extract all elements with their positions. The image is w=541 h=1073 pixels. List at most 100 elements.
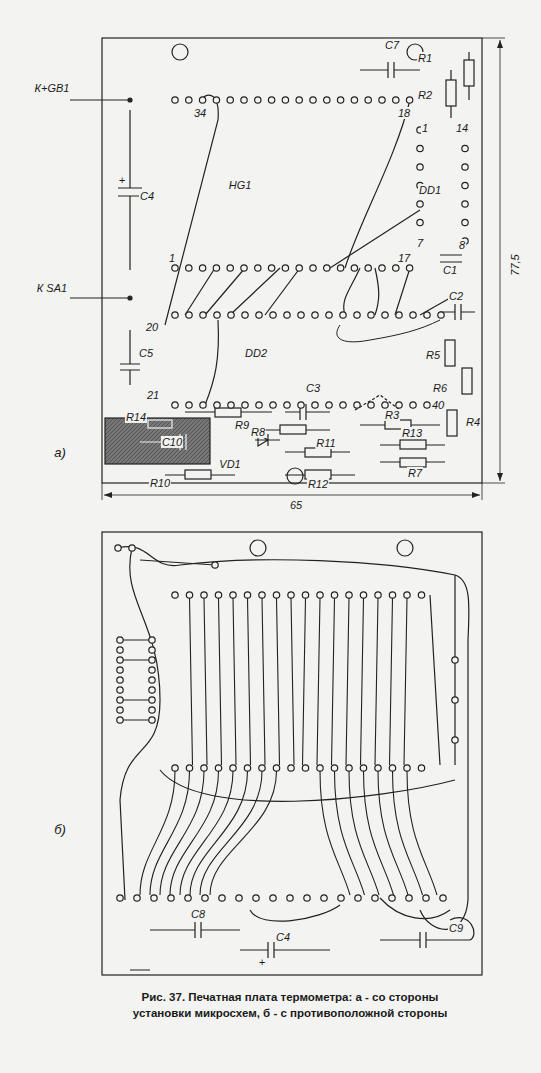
part-label: + <box>258 956 266 968</box>
pad <box>354 312 360 318</box>
part-label: C3 <box>305 382 321 394</box>
pad <box>382 312 388 318</box>
pad <box>462 201 468 207</box>
pad <box>417 164 423 170</box>
pad <box>134 895 140 901</box>
pad <box>417 201 423 207</box>
pad <box>241 97 247 103</box>
pad <box>296 97 302 103</box>
pad <box>317 765 323 771</box>
pad <box>324 97 330 103</box>
pad <box>326 402 332 408</box>
pad <box>340 312 346 318</box>
pad <box>214 402 220 408</box>
pad <box>149 657 155 663</box>
pad <box>372 895 378 901</box>
pad <box>462 164 468 170</box>
pad <box>396 312 402 318</box>
pad <box>452 737 458 743</box>
dimension: 77,5 <box>509 253 521 276</box>
pad <box>256 312 262 318</box>
pad <box>213 265 219 271</box>
pad <box>317 592 323 598</box>
pad <box>312 402 318 408</box>
part-label: 14 <box>455 122 469 134</box>
pad <box>172 265 178 271</box>
pad <box>355 895 361 901</box>
pad <box>149 667 155 673</box>
part-label: К SA1 <box>36 282 68 294</box>
part-label: C5 <box>138 347 154 359</box>
pad <box>149 717 155 723</box>
part-label: R5 <box>425 349 441 361</box>
part-label: R3 <box>384 409 400 421</box>
pad <box>200 312 206 318</box>
pad <box>273 765 279 771</box>
part-label: C2 <box>448 290 464 302</box>
pad <box>242 402 248 408</box>
pad <box>259 592 265 598</box>
pad <box>331 592 337 598</box>
pad <box>396 402 402 408</box>
pad <box>462 182 468 188</box>
pad <box>228 402 234 408</box>
pad <box>149 647 155 653</box>
part-label: 40 <box>431 399 445 411</box>
pad <box>337 265 343 271</box>
pad <box>230 592 236 598</box>
pad <box>406 97 412 103</box>
part-label: 1 <box>168 252 176 264</box>
pad <box>288 765 294 771</box>
pad <box>368 312 374 318</box>
trace <box>404 598 407 765</box>
pad <box>117 697 123 703</box>
pad <box>215 592 221 598</box>
part-label: R13 <box>401 427 423 439</box>
part-label: R8 <box>250 426 266 438</box>
pad <box>284 402 290 408</box>
pad <box>186 97 192 103</box>
pad <box>379 97 385 103</box>
pad <box>321 895 327 901</box>
part-label: DD2 <box>244 347 268 359</box>
pad <box>186 765 192 771</box>
pad <box>228 312 234 318</box>
pad <box>270 895 276 901</box>
pad <box>424 312 430 318</box>
board-outline <box>102 38 482 483</box>
part-label: К+GB1 <box>34 82 71 94</box>
pad <box>172 765 178 771</box>
pad <box>186 312 192 318</box>
part-label: R9 <box>234 419 250 431</box>
part-label: C7 <box>384 39 400 51</box>
pad <box>360 592 366 598</box>
pad <box>417 145 423 151</box>
pad <box>452 657 458 663</box>
pad <box>298 402 304 408</box>
pad <box>202 895 208 901</box>
pad <box>149 687 155 693</box>
pad <box>302 592 308 598</box>
pad <box>186 265 192 271</box>
part-label: 7 <box>416 237 424 249</box>
pad <box>117 895 123 901</box>
pad <box>253 895 259 901</box>
part-label: 34 <box>193 107 207 119</box>
part-label: R11 <box>315 437 336 449</box>
pad <box>423 895 429 901</box>
pad <box>117 657 123 663</box>
trace <box>361 598 364 765</box>
pad <box>201 592 207 598</box>
part-label: + <box>118 174 126 186</box>
pad <box>287 895 293 901</box>
pad <box>199 265 205 271</box>
pad <box>199 97 205 103</box>
pad <box>256 402 262 408</box>
pad <box>172 592 178 598</box>
pad <box>244 592 250 598</box>
trace <box>233 598 236 765</box>
pad <box>462 219 468 225</box>
pad <box>230 765 236 771</box>
part-label: R6 <box>432 382 448 394</box>
pad <box>219 895 225 901</box>
